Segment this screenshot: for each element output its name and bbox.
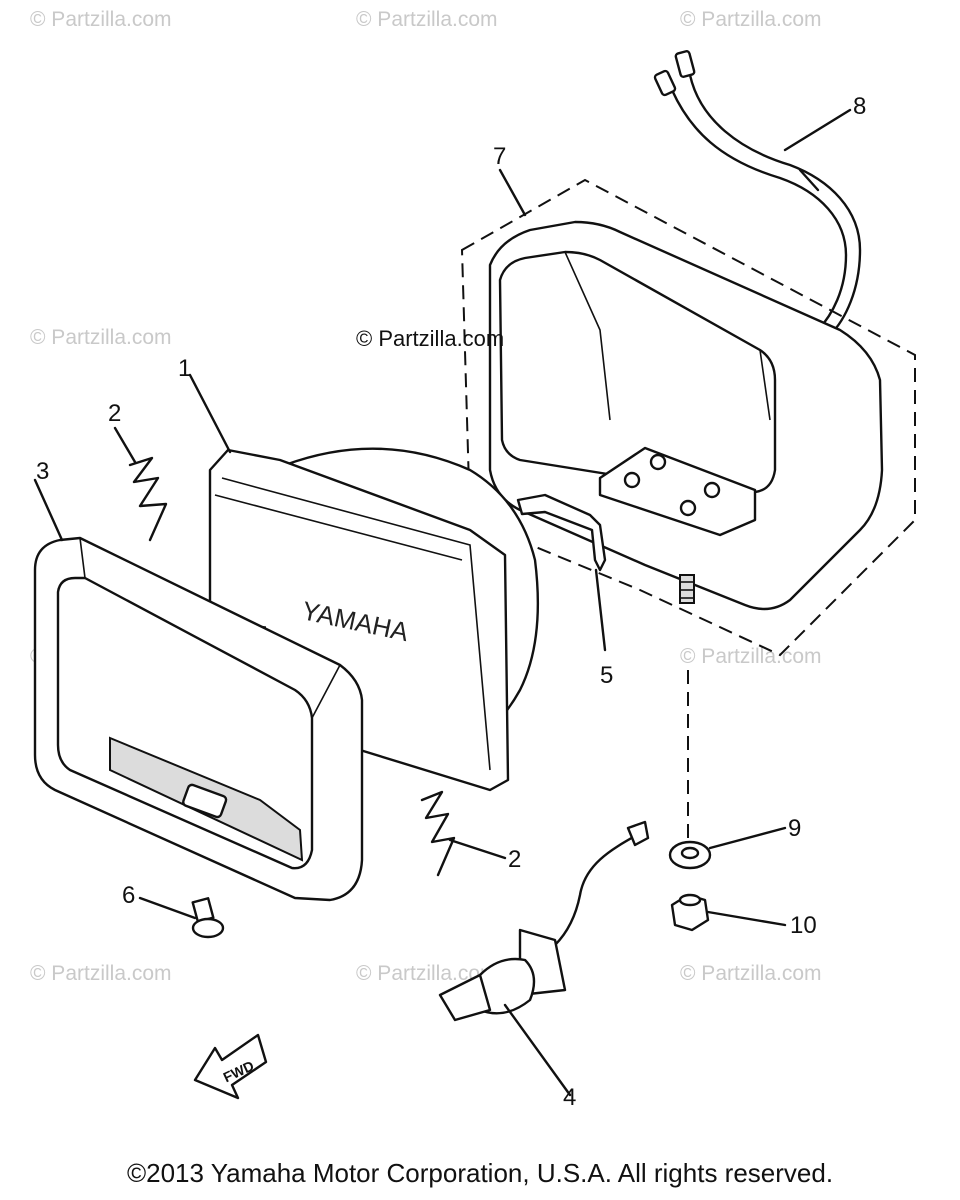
- bracket-strip-part-5[interactable]: [516, 493, 607, 652]
- callout-2-lower: 2: [508, 846, 522, 873]
- watermark: © Partzilla.com: [30, 8, 172, 31]
- watermark: © Partzilla.com: [680, 8, 822, 31]
- fwd-direction-arrow: FWD: [193, 1033, 268, 1100]
- headlight-housing-part-7[interactable]: [460, 178, 916, 657]
- callout-6: 6: [122, 882, 136, 909]
- retaining-clip-part-2[interactable]: [113, 426, 168, 542]
- callout-4: 4: [563, 1084, 577, 1111]
- callout-9: 9: [788, 815, 802, 842]
- callout-5: 5: [600, 662, 614, 689]
- callout-7: 7: [493, 143, 507, 170]
- copyright-notice: ©2013 Yamaha Motor Corporation, U.S.A. A…: [126, 1158, 834, 1188]
- callout-3: 3: [36, 458, 50, 485]
- callout-1: 1: [178, 355, 192, 382]
- retaining-clip-part-2-lower[interactable]: [420, 790, 507, 877]
- watermark: © Partzilla.com: [680, 962, 822, 985]
- screw-part-6[interactable]: [138, 896, 225, 939]
- headlight-rim-part-3[interactable]: [33, 478, 364, 902]
- watermark: © Partzilla.com: [30, 962, 172, 985]
- watermark: © Partzilla.com: [680, 645, 822, 668]
- callout-10: 10: [790, 912, 817, 939]
- watermark: © Partzilla.com: [356, 962, 498, 985]
- watermark: © Partzilla.com: [30, 326, 172, 349]
- bulb-part-4[interactable]: [438, 820, 650, 1097]
- watermark: © Partzilla.com: [356, 8, 498, 31]
- callout-2: 2: [108, 400, 122, 427]
- callout-8: 8: [853, 93, 867, 120]
- washer-part-9[interactable]: [668, 670, 787, 870]
- nut-part-10[interactable]: [670, 893, 787, 932]
- wire-harness-part-8[interactable]: [653, 50, 862, 337]
- center-watermark: © Partzilla.com: [356, 326, 505, 351]
